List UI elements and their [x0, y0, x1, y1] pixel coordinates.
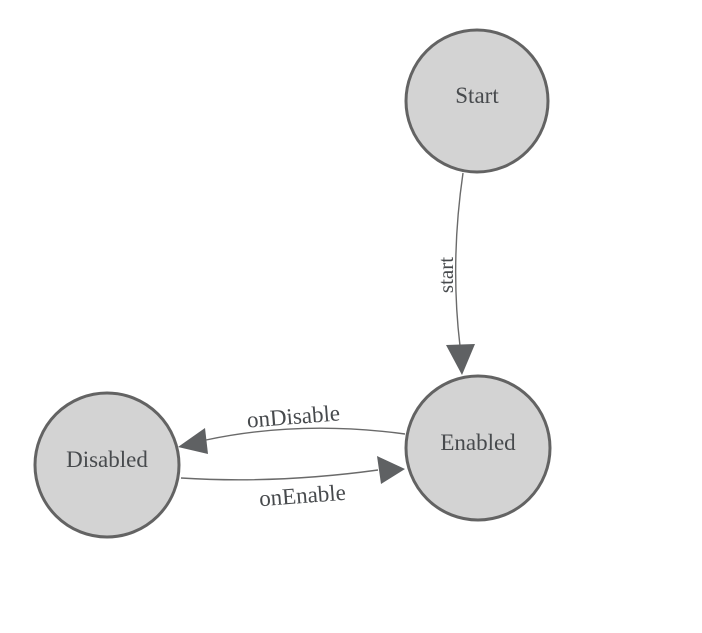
edge-line-ondisable — [205, 427, 406, 441]
state-node-disabled[interactable]: Disabled — [33, 391, 181, 539]
state-node-enabled[interactable]: Enabled — [404, 374, 552, 522]
state-node-start[interactable]: Start — [404, 28, 550, 174]
arrowhead-left-icon — [178, 428, 208, 454]
edge-enabled-to-disabled: onDisable — [178, 400, 406, 454]
edge-line-onenable — [180, 469, 379, 481]
arrowhead-down-icon — [446, 344, 475, 375]
state-circle-enabled[interactable] — [404, 374, 552, 522]
edge-line-start — [454, 172, 464, 347]
state-circle-disabled[interactable] — [33, 391, 181, 539]
state-label-enabled: Enabled — [440, 430, 516, 455]
state-label-start: Start — [455, 83, 499, 108]
arrowhead-right-icon — [377, 456, 405, 484]
edge-start-to-enabled: start — [434, 172, 475, 375]
state-label-disabled: Disabled — [66, 447, 148, 472]
edge-label-start: start — [434, 257, 458, 293]
state-circle-start[interactable] — [404, 28, 550, 174]
edge-label-onenable: onEnable — [258, 480, 346, 511]
edge-disabled-to-enabled: onEnable — [180, 456, 405, 511]
